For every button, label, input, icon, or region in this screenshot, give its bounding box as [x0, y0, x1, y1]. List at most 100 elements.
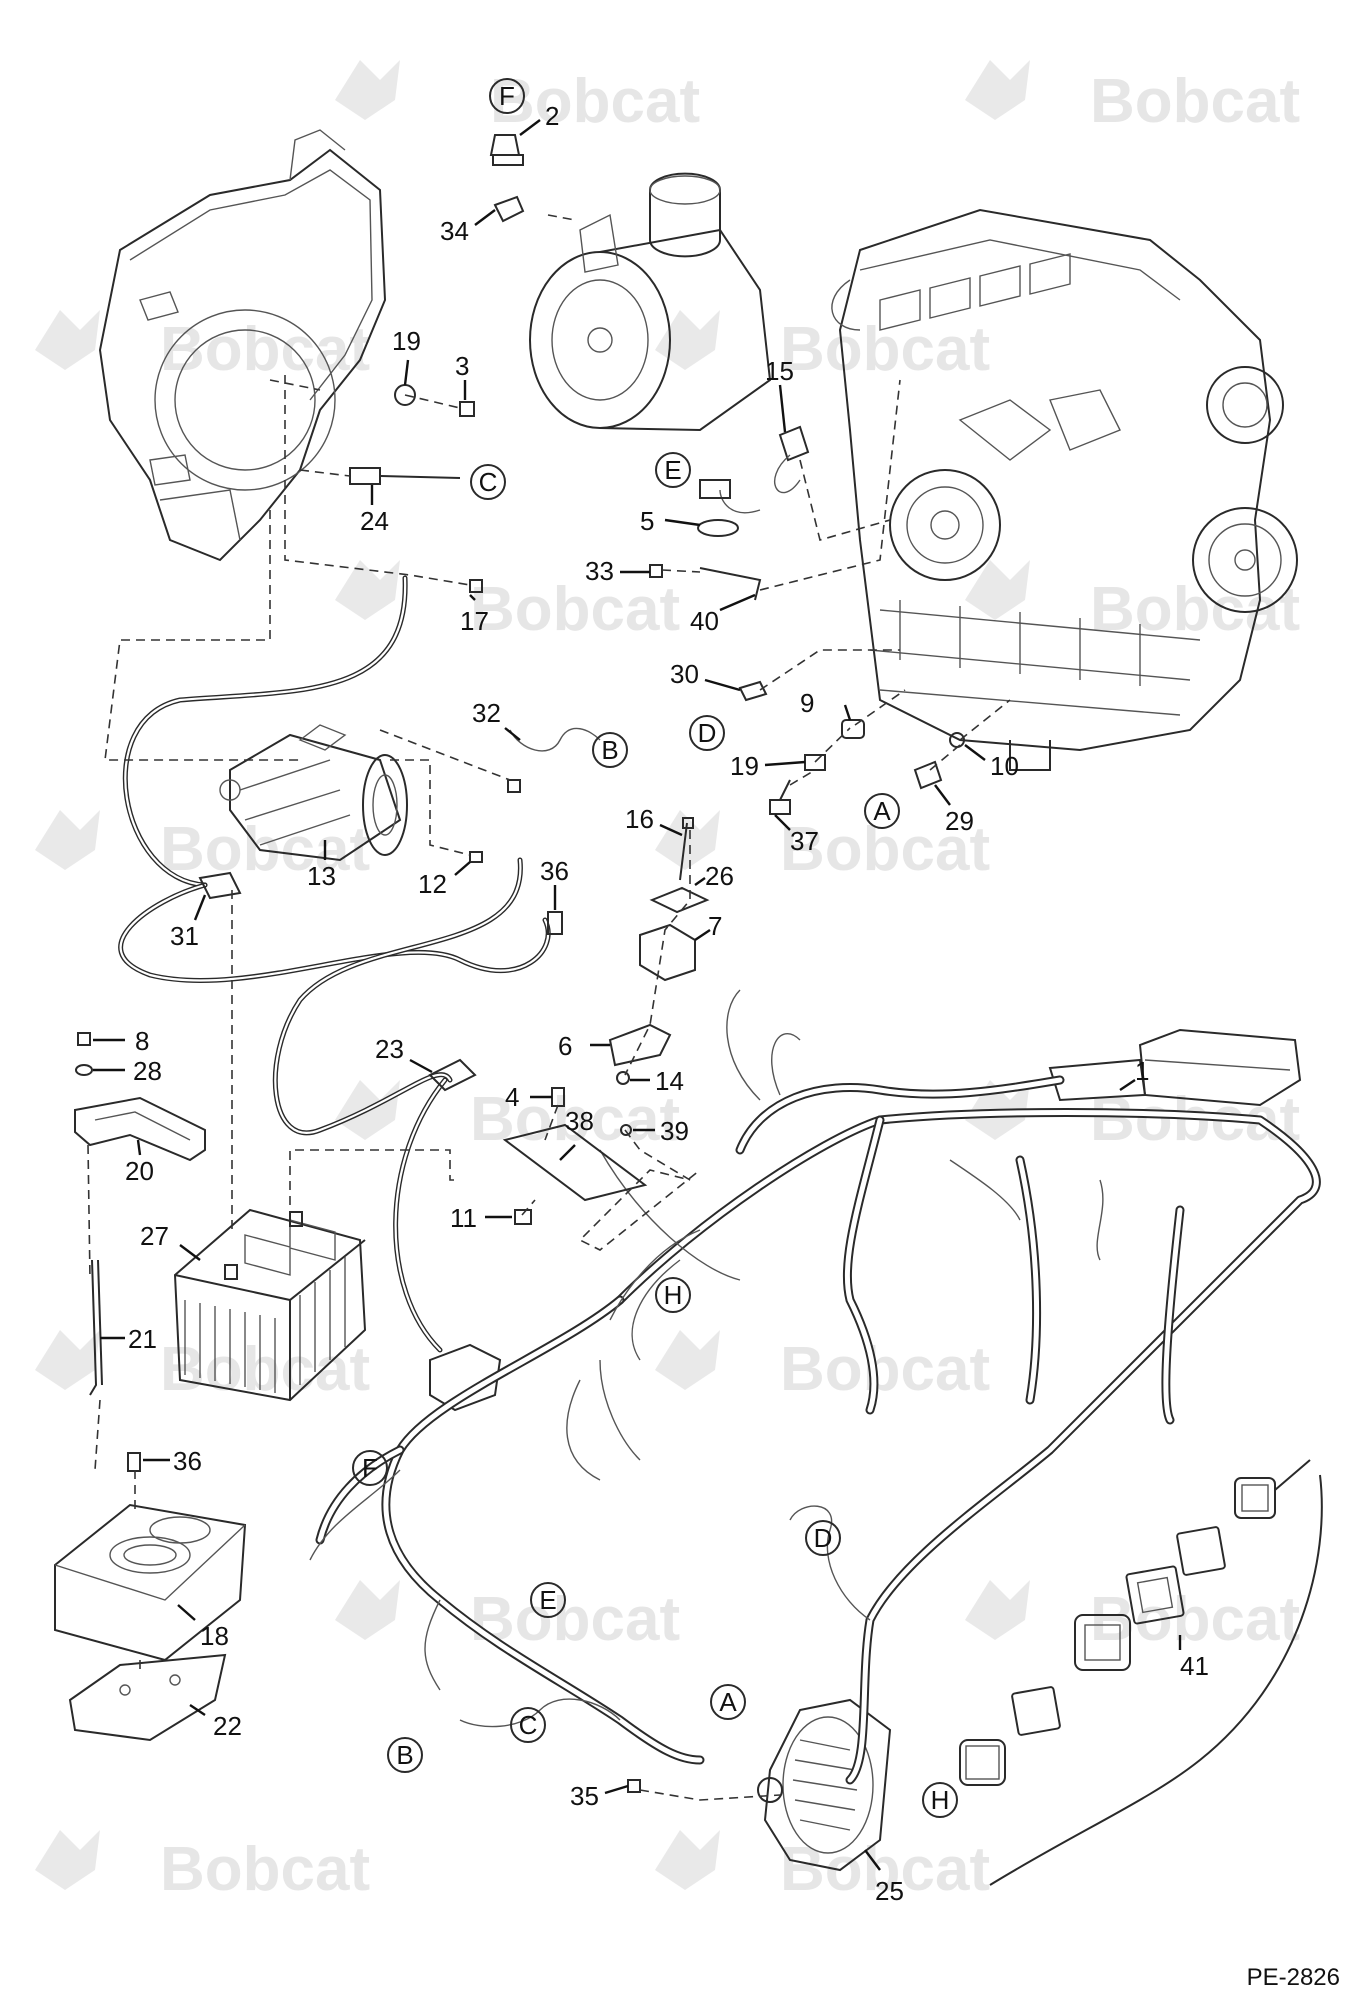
svg-text:C: C — [479, 467, 498, 497]
hold-down-rod-illustration — [89, 1259, 103, 1396]
part-label-20: 20 — [125, 1156, 154, 1186]
part-label-41: 41 — [1180, 1651, 1209, 1681]
svg-text:F: F — [362, 1453, 378, 1483]
part-label-19-top: 19 — [392, 326, 421, 356]
connector-kit-illustration — [959, 1459, 1323, 1886]
callout-F-top: F — [489, 78, 525, 114]
svg-text:B: B — [601, 735, 618, 765]
svg-text:H: H — [931, 1785, 950, 1815]
part-label-6: 6 — [558, 1031, 572, 1061]
dashed-relation-lines — [87, 214, 1011, 1801]
watermark-text: Bobcat — [780, 1335, 990, 1404]
part-label-10: 10 — [990, 751, 1019, 781]
svg-text:A: A — [719, 1687, 737, 1717]
watermark-top-left: Bobcat — [335, 60, 700, 136]
watermark-mid-right: Bobcat — [965, 560, 1300, 644]
small-parts — [75, 134, 965, 1793]
part-label-35: 35 — [570, 1781, 599, 1811]
part-label-22: 22 — [213, 1711, 242, 1741]
watermark-bottom-mid: Bobcat — [655, 1830, 990, 1904]
watermark-text: Bobcat — [470, 575, 680, 644]
svg-text:A: A — [873, 796, 891, 826]
part-label-27: 27 — [140, 1221, 169, 1251]
watermark-text: Bobcat — [780, 1835, 990, 1904]
watermark-text: Bobcat — [780, 815, 990, 884]
part-label-18: 18 — [200, 1621, 229, 1651]
part-label-23: 23 — [375, 1034, 404, 1064]
svg-text:F: F — [499, 81, 515, 111]
mounting-plate-illustration — [68, 1653, 227, 1742]
watermark-row6-right: Bobcat — [965, 1580, 1300, 1654]
watermark-text: Bobcat — [160, 815, 370, 884]
svg-text:E: E — [664, 455, 681, 485]
part-label-7: 7 — [708, 911, 722, 941]
svg-text:H: H — [664, 1280, 683, 1310]
part-label-33: 33 — [585, 556, 614, 586]
controller-module-illustration — [1048, 1028, 1302, 1107]
air-cleaner-illustration — [529, 172, 772, 432]
watermark-text: Bobcat — [490, 67, 700, 136]
watermark-row6-left: Bobcat — [335, 1580, 680, 1654]
watermark-text: Bobcat — [470, 1085, 680, 1154]
part-label-34: 34 — [440, 216, 469, 246]
watermark-row3-left: Bobcat — [35, 810, 370, 884]
callout-A-top: A — [864, 793, 900, 829]
part-label-17: 17 — [460, 606, 489, 636]
watermark-text: Bobcat — [1090, 1585, 1300, 1654]
watermark-text: Bobcat — [1090, 575, 1300, 644]
part-label-19-mid: 19 — [730, 751, 759, 781]
watermark-text: Bobcat — [160, 315, 370, 384]
part-label-16: 16 — [625, 804, 654, 834]
part-label-2: 2 — [545, 101, 559, 131]
part-label-15: 15 — [765, 356, 794, 386]
callout-A-harness: A — [710, 1684, 746, 1720]
part-label-32: 32 — [472, 698, 501, 728]
callout-D-harness: D — [805, 1520, 841, 1556]
part-label-3: 3 — [455, 351, 469, 381]
callout-H-kit: H — [922, 1782, 958, 1818]
battery-tray-illustration — [54, 1503, 247, 1662]
svg-text:C: C — [519, 1710, 538, 1740]
part-label-25: 25 — [875, 1876, 904, 1906]
part-label-13: 13 — [307, 861, 336, 891]
watermark-text: Bobcat — [160, 1835, 370, 1904]
battery-cables — [118, 575, 551, 1353]
watermark-layer: Bobcat Bobcat Bobcat Bobcat Bobcat Bobca… — [35, 60, 1300, 1904]
part-label-14: 14 — [655, 1066, 684, 1096]
part-label-8: 8 — [135, 1026, 149, 1056]
watermark-text: Bobcat — [1090, 67, 1300, 136]
part-label-29: 29 — [945, 806, 974, 836]
watermark-row3-mid: Bobcat — [655, 810, 990, 884]
part-label-26: 26 — [705, 861, 734, 891]
part-label-12: 12 — [418, 869, 447, 899]
part-label-4: 4 — [505, 1082, 519, 1112]
callout-C-top: C — [470, 464, 506, 500]
watermark-bottom-left: Bobcat — [35, 1830, 370, 1904]
part-label-38: 38 — [565, 1106, 594, 1136]
callout-B-harness: B — [387, 1737, 423, 1773]
engine-illustration — [831, 208, 1298, 771]
main-wiring-harness — [309, 989, 1321, 1785]
battery-illustration — [173, 1208, 367, 1402]
part-label-37: 37 — [790, 826, 819, 856]
watermark-text: Bobcat — [160, 1335, 370, 1404]
watermark-top-right: Bobcat — [965, 60, 1300, 136]
starter-motor-illustration — [219, 724, 408, 862]
relay-module-illustration — [429, 1343, 502, 1412]
part-label-24: 24 — [360, 506, 389, 536]
gear-housing-illustration — [98, 129, 387, 562]
watermark-row5-left: Bobcat — [35, 1330, 370, 1404]
svg-text:D: D — [814, 1523, 833, 1553]
callout-B-top: B — [592, 732, 628, 768]
part-label-30: 30 — [670, 659, 699, 689]
part-label-36-top: 36 — [540, 856, 569, 886]
svg-text:B: B — [396, 1740, 413, 1770]
part-label-21: 21 — [128, 1324, 157, 1354]
part-label-39: 39 — [660, 1116, 689, 1146]
part-label-36-bottom: 36 — [173, 1446, 202, 1476]
battery-hold-down-illustration — [74, 1096, 206, 1162]
diagram-reference-code: PE-2826 — [1247, 1964, 1340, 1991]
part-label-1: 1 — [1135, 1056, 1149, 1086]
watermark-upper-left: Bobcat — [35, 310, 370, 384]
